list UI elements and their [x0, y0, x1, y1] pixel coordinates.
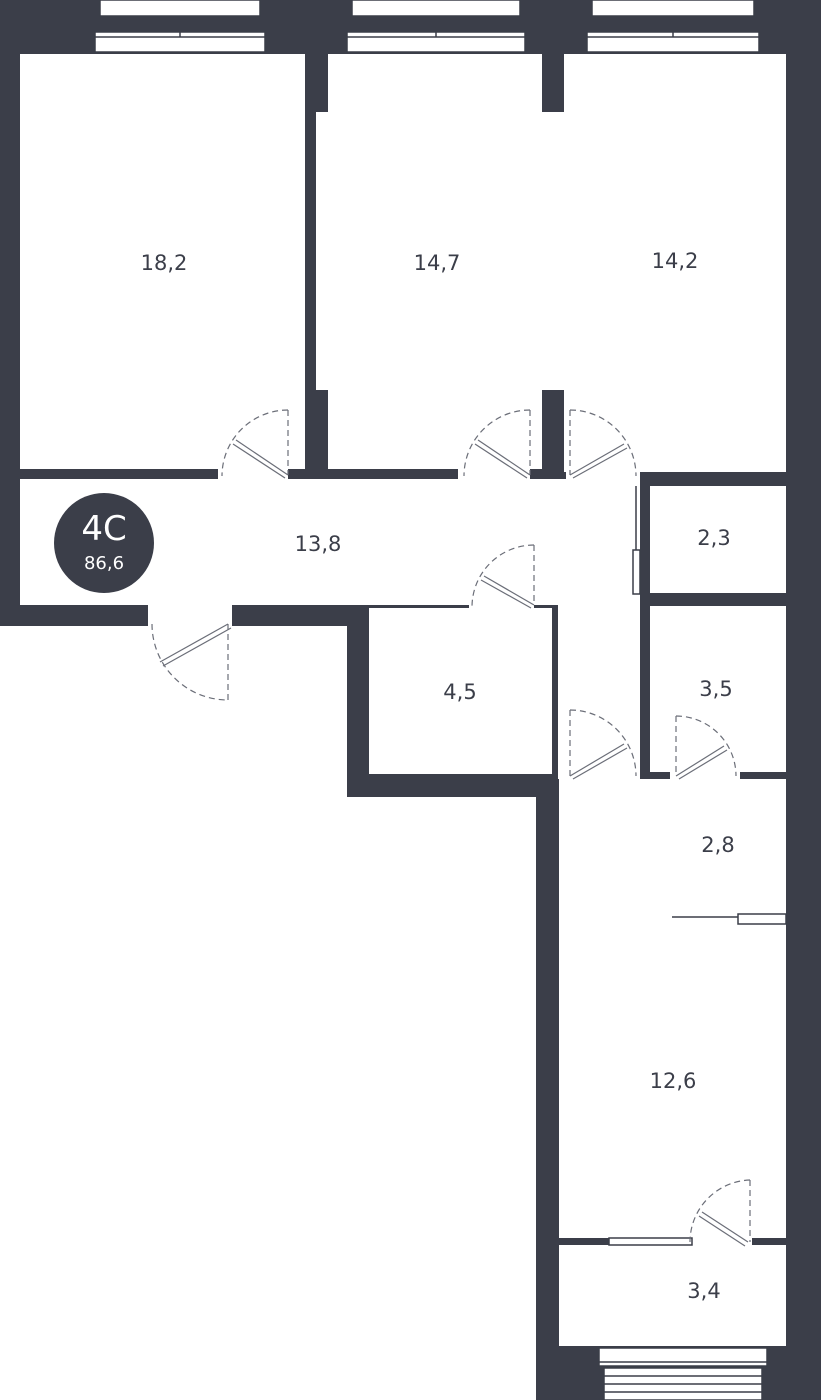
- window-bedroom-right: [586, 0, 760, 53]
- floor-balcony: [559, 1245, 786, 1346]
- wall-bed2-bottom: [530, 469, 566, 479]
- room-area-toilet: 2,8: [701, 833, 734, 857]
- badge-total-area: 86,6: [84, 553, 124, 574]
- floors: [20, 54, 786, 1346]
- floor-bedroom-middle-c: [328, 390, 542, 469]
- door-bathroom: [675, 715, 737, 780]
- wall-bed3-bottom: [640, 472, 786, 486]
- badge-type-code: 4C: [81, 509, 126, 549]
- floor-bedroom-right: [564, 54, 786, 472]
- door-closet: [471, 544, 535, 609]
- room-area-closet: 4,5: [443, 680, 476, 704]
- floor-kitchen-b: [559, 917, 786, 1238]
- door-kitchen: [569, 709, 637, 780]
- window-bedroom-left: [94, 0, 266, 53]
- badge-circle: [54, 493, 154, 593]
- floor-bedroom-middle: [328, 54, 542, 112]
- wall-left: [0, 0, 20, 626]
- room-labels: 18,2 14,7 14,2 13,8 2,3 4,5 3,5 2,8 12,6…: [141, 249, 735, 1303]
- wall-bath-left: [640, 606, 650, 916]
- wall-bath-bottom-a: [640, 772, 670, 779]
- door-entrance: [151, 623, 232, 701]
- window-balcony: [598, 1347, 768, 1400]
- window-bedroom-middle: [346, 0, 526, 53]
- glazing-kitchen-balcony: [608, 1237, 693, 1246]
- floor-bedroom-left: [20, 54, 305, 469]
- floor-bathroom: [650, 606, 786, 772]
- floor-closet: [369, 608, 552, 774]
- wall-storage-bottom: [640, 593, 786, 606]
- floor-storage: [650, 486, 786, 593]
- wall-storage-left: [640, 472, 650, 594]
- wall-bed1-bottom: [20, 469, 218, 479]
- door-balcony: [689, 1179, 751, 1247]
- wall-kitchen-bottom-b: [752, 1238, 786, 1245]
- room-area-kitchen: 12,6: [650, 1069, 697, 1093]
- room-area-bedroom-right: 14,2: [652, 249, 699, 273]
- room-area-bathroom: 3,5: [699, 677, 732, 701]
- wall-closet-right: [552, 605, 558, 777]
- room-area-balcony: 3,4: [687, 1279, 720, 1303]
- room-area-hallway: 13,8: [295, 532, 342, 556]
- floor-bedroom-middle-b: [316, 112, 556, 390]
- door-bedroom-left: [221, 409, 289, 479]
- wall-partition-2b: [542, 390, 564, 475]
- glazing-toilet-kitchen: [672, 913, 787, 925]
- wall-hall-bottom-mid: [232, 605, 370, 626]
- floor-hallway-passage: [558, 479, 640, 779]
- door-bedroom-right: [569, 409, 637, 479]
- wall-right: [786, 0, 821, 1400]
- wall-closet-bottom: [347, 774, 557, 797]
- apartment-badge: 4C 86,6: [54, 493, 154, 593]
- wall-closet-left: [347, 605, 369, 797]
- wall-hall-bottom-left: [0, 605, 148, 626]
- wall-partition-2a: [542, 54, 564, 112]
- wall-kitchen-bottom-a: [559, 1238, 609, 1245]
- door-bedroom-middle: [463, 409, 531, 479]
- wall-kitchen-left: [536, 774, 559, 1400]
- windows: [94, 0, 787, 1400]
- glazing-hall-storage: [632, 486, 641, 595]
- room-area-bedroom-middle: 14,7: [414, 251, 461, 275]
- wall-bath-bottom-b: [740, 772, 786, 779]
- wall-bed1-bottom-b: [288, 469, 458, 479]
- room-area-bedroom-left: 18,2: [141, 251, 188, 275]
- room-area-storage: 2,3: [697, 526, 730, 550]
- doors: [151, 409, 751, 1247]
